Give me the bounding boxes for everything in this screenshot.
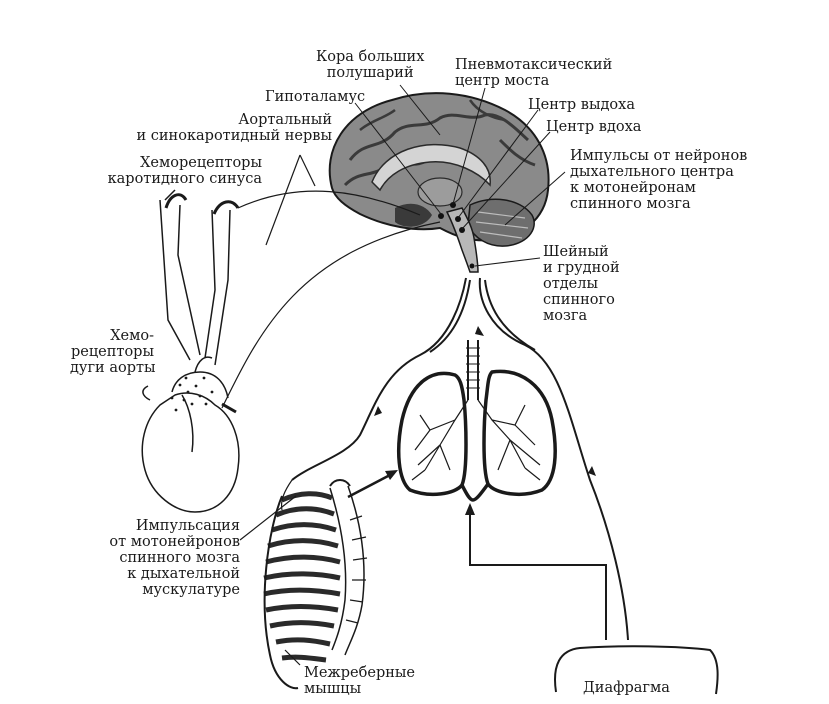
brain (328, 92, 550, 273)
brain-leaders (354, 84, 566, 267)
label-carotid-chemoreceptors: Хеморецепторы каротидного синуса (107, 155, 262, 187)
lungs (396, 340, 557, 502)
afferent-nerves (221, 154, 441, 409)
label-respiratory-impulses: Импульсы от нейронов дыхательного центра… (570, 148, 748, 212)
label-aortic-carotid-nerves: Аортальный и синокаротидный нервы (136, 112, 333, 144)
label-expiration-center: Центр выдоха (528, 97, 635, 113)
diaphragm-shape (554, 645, 719, 695)
label-diaphragm: Диафрагма (583, 680, 670, 696)
efferent-arrows (374, 326, 596, 476)
carotid-vessels (159, 189, 240, 366)
diaphragm-feedback (469, 512, 607, 640)
motor-nerve (239, 479, 301, 666)
label-aortic-chemoreceptors: Хемо- рецепторы дуги аорты (70, 328, 156, 376)
ribcage (263, 479, 368, 690)
label-spinal-cord: Шейный и грудной отделы спинного мозга (543, 244, 620, 324)
spine-to-lungs-arrow (347, 470, 398, 499)
efferent-pathways (291, 277, 629, 641)
label-intercostal-muscles: Межреберные мышцы (304, 665, 416, 697)
feedback-arrowhead (465, 503, 475, 515)
label-cortex: Кора больших полушарий (316, 49, 425, 81)
label-hypothalamus: Гипоталамус (265, 89, 366, 105)
label-motoneuron-impulses: Импульсация от мотонейронов спинного моз… (109, 518, 240, 598)
heart (141, 356, 240, 513)
label-inspiration-center: Центр вдоха (546, 119, 642, 135)
label-pneumotaxic-center: Пневмотаксический центр моста (455, 57, 613, 89)
